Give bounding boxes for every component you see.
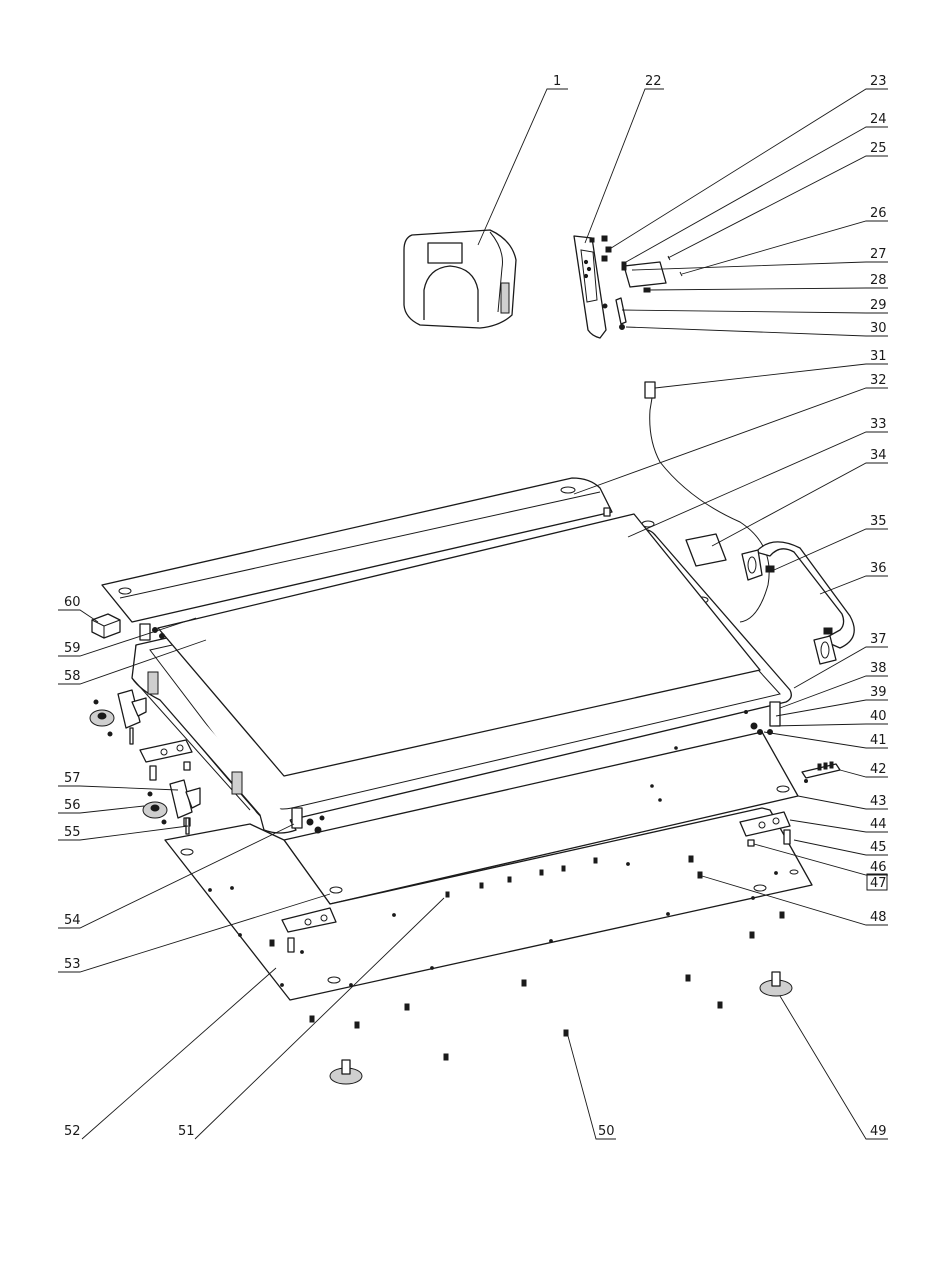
callout-40: 40	[870, 709, 887, 724]
bracket-assembly	[574, 236, 682, 338]
callout-52: 52	[64, 1124, 81, 1139]
callout-35: 35	[870, 514, 887, 529]
callout-34: 34	[870, 448, 887, 463]
callout-57: 57	[64, 771, 81, 786]
callout-22: 22	[645, 74, 662, 89]
callout-39: 39	[870, 685, 887, 700]
callout-44: 44	[870, 817, 887, 832]
callout-24: 24	[870, 112, 887, 127]
callout-43: 43	[870, 794, 887, 809]
callout-1: 1	[553, 74, 561, 89]
callout-41: 41	[870, 733, 887, 748]
callout-38: 38	[870, 661, 887, 676]
handle-part	[742, 542, 854, 664]
connector-part-42	[802, 762, 840, 783]
callout-53: 53	[64, 957, 81, 972]
callout-58: 58	[64, 669, 81, 684]
callout-23: 23	[870, 74, 887, 89]
callout-37: 37	[870, 632, 887, 647]
callout-33: 33	[870, 417, 887, 432]
callout-46: 46	[870, 860, 887, 875]
callout-31: 31	[870, 349, 887, 364]
callout-47: 47	[870, 876, 887, 891]
callout-54: 54	[64, 913, 81, 928]
callout-42: 42	[870, 762, 887, 777]
display-head-part	[404, 230, 516, 328]
label-plate-part	[686, 534, 726, 566]
block-part-60	[92, 614, 120, 638]
callout-56: 56	[64, 798, 81, 813]
callout-30: 30	[870, 321, 887, 336]
callout-25: 25	[870, 141, 887, 156]
callout-55: 55	[64, 825, 81, 840]
callout-36: 36	[870, 561, 887, 576]
callout-32: 32	[870, 373, 887, 388]
callout-50: 50	[598, 1124, 615, 1139]
callout-27: 27	[870, 247, 887, 262]
callout-29: 29	[870, 298, 887, 313]
callout-28: 28	[870, 273, 887, 288]
callout-49: 49	[870, 1124, 887, 1139]
callout-51: 51	[178, 1124, 195, 1139]
leveling-feet	[330, 972, 792, 1084]
callout-60: 60	[64, 595, 81, 610]
callout-45: 45	[870, 840, 887, 855]
callout-59: 59	[64, 641, 81, 656]
callout-26: 26	[870, 206, 887, 221]
callout-48: 48	[870, 910, 887, 925]
